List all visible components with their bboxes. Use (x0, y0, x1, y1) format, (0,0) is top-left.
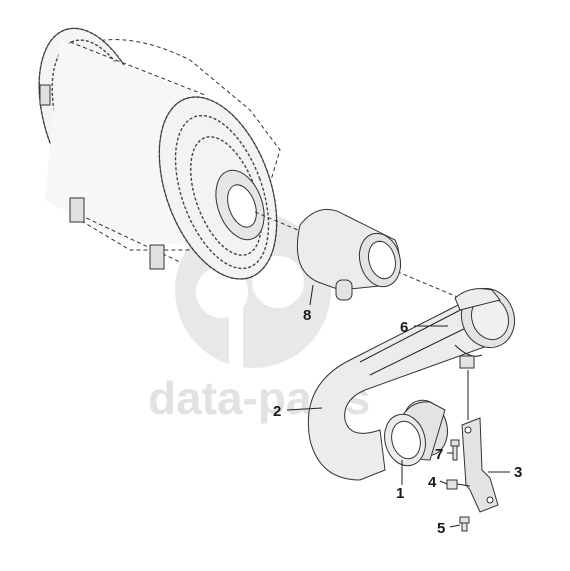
support-bracket-part-3 (461, 370, 499, 513)
callout-7: 7 (435, 446, 443, 463)
callout-3: 3 (514, 464, 522, 481)
callout-2: 2 (273, 403, 281, 420)
air-filter-housing (38, 27, 281, 280)
callout-6: 6 (400, 319, 408, 336)
hose-clamp-part-6 (454, 344, 483, 369)
coupling-sleeve-part-1 (384, 399, 448, 467)
elbow-adapter-part-8 (296, 208, 402, 301)
nut-part-4 (446, 479, 471, 490)
callout-4: 4 (428, 474, 437, 491)
bolt-part-7 (450, 439, 460, 461)
leader-lines (286, 284, 510, 528)
intake-hose-part-2 (307, 287, 515, 481)
callout-5: 5 (437, 520, 445, 537)
callout-8: 8 (303, 307, 311, 324)
assembly-axis-line (254, 211, 461, 299)
screw-part-5 (459, 516, 470, 532)
callout-1: 1 (396, 485, 404, 502)
